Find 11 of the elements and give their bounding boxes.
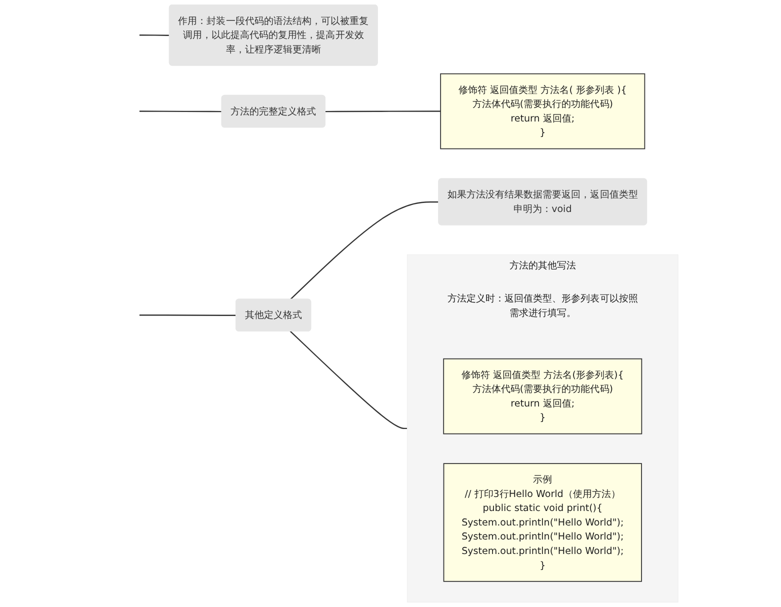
connector (289, 330, 407, 430)
connector (325, 110, 440, 112)
connector (139, 110, 222, 112)
node-text: 方法定义时：返回值类型、形参列表可以按照需求进行填写。 (447, 292, 638, 318)
node-box (442, 358, 642, 434)
node-box (440, 73, 645, 150)
connector (139, 314, 236, 316)
connector (290, 201, 438, 300)
connector (139, 34, 170, 36)
node-box (442, 463, 642, 582)
cluster (406, 254, 678, 603)
